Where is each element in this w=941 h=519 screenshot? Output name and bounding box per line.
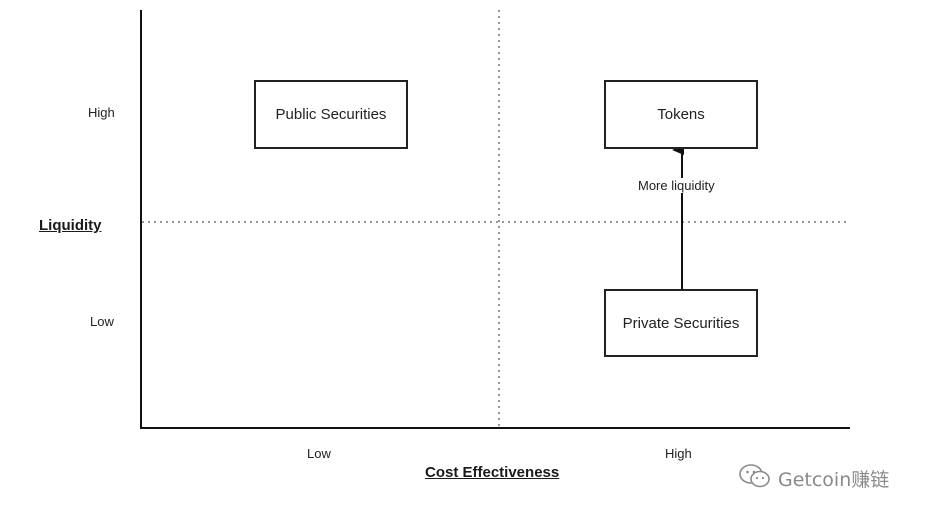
public-securities-box: Public Securities [254, 80, 408, 149]
x-tick-low: Low [307, 446, 331, 461]
private-securities-box: Private Securities [604, 289, 758, 357]
arrow-label: More liquidity [636, 178, 717, 193]
watermark: Getcoin赚链 [738, 462, 889, 495]
x-axis-title: Cost Effectiveness [425, 464, 560, 481]
tokens-box: Tokens [604, 80, 758, 149]
y-axis-title: Liquidity [39, 217, 102, 234]
y-tick-low: Low [90, 314, 114, 329]
y-tick-high: High [88, 105, 115, 120]
x-tick-high: High [665, 446, 692, 461]
wechat-icon [738, 462, 772, 495]
watermark-text: Getcoin赚链 [778, 469, 890, 491]
